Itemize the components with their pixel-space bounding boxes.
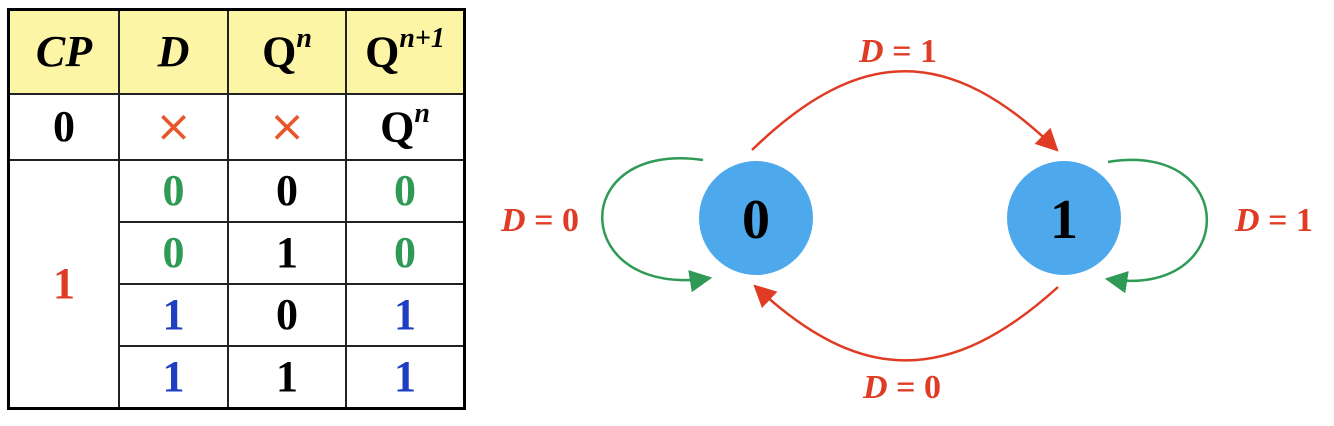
label-0-to-1-rest: = 1 (884, 33, 937, 70)
row1-d: 0 (118, 159, 229, 223)
transition-arc-1-to-0 (753, 284, 1059, 362)
header-qn-sup: n (296, 23, 312, 55)
label-self-1-rest: = 1 (1260, 202, 1313, 239)
label-1-to-0-rest: = 0 (888, 369, 941, 406)
label-self-1-var: D (1234, 202, 1260, 239)
row3-qn1: 1 (345, 283, 466, 347)
label-self-0-var: D (500, 202, 526, 239)
table-row: 1 1 1 (9, 345, 466, 410)
row1-qn1: 0 (345, 159, 466, 223)
table-row: 0 × × Qn (7, 93, 466, 161)
table-row: 0 1 0 (9, 221, 466, 285)
table-row: 1 0 1 (9, 283, 466, 347)
state-0-label: 0 (742, 189, 770, 251)
header-qn1-base: Q (365, 27, 400, 77)
header-qn: Qn (227, 8, 347, 95)
row3-d: 1 (118, 283, 229, 347)
label-self-1: D = 1 (1234, 202, 1313, 239)
state-1-node (1007, 161, 1121, 275)
cp-one-cell: 1 (7, 159, 120, 410)
self-loop-state-1 (1104, 158, 1208, 294)
header-qn-base: Q (262, 27, 297, 77)
table-header-row: CP D Qn Qn+1 (7, 8, 466, 95)
header-cp: CP (7, 8, 120, 95)
row1-qn: 0 (227, 159, 347, 223)
header-qn1: Qn+1 (345, 8, 466, 95)
label-1-to-0-var: D (862, 369, 888, 406)
self-loop-state-0 (601, 157, 713, 293)
row0-d-dont-care: × (118, 93, 229, 161)
row2-qn1: 0 (345, 221, 466, 285)
transition-arc-0-to-1 (751, 70, 1059, 152)
row4-qn1: 1 (345, 345, 466, 410)
header-d: D (118, 8, 229, 95)
row0-qn1: Qn (345, 93, 466, 161)
row0-qn-dont-care: × (227, 93, 347, 161)
state-1-label: 1 (1050, 189, 1078, 251)
row2-d: 0 (118, 221, 229, 285)
state-0-node (699, 161, 813, 275)
row0-cp: 0 (7, 93, 120, 161)
label-1-to-0: D = 0 (862, 369, 941, 406)
label-self-0-rest: = 0 (526, 202, 579, 239)
label-0-to-1: D = 1 (858, 33, 937, 70)
state-diagram: 0 1 D = 1 D = 0 D = 0 D = 1 (500, 33, 1313, 406)
truth-table: CP D Qn Qn+1 0 × × Qn 1 0 0 0 0 1 0 1 0 … (7, 8, 466, 410)
table-row: 1 0 0 0 (7, 159, 466, 410)
label-0-to-1-var: D (858, 33, 884, 70)
row0-qn1-base: Q (380, 102, 415, 152)
row0-qn1-sup: n (414, 98, 430, 130)
row4-d: 1 (118, 345, 229, 410)
label-self-0: D = 0 (500, 202, 579, 239)
row3-qn: 0 (227, 283, 347, 347)
row2-qn: 1 (227, 221, 347, 285)
header-qn1-sup: n+1 (399, 23, 445, 55)
row4-qn: 1 (227, 345, 347, 410)
